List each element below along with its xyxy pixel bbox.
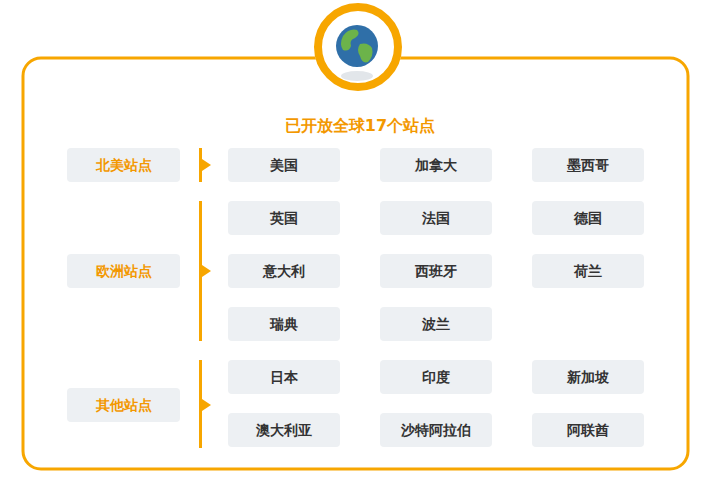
- country-box: 荷兰: [532, 254, 644, 288]
- country-name: 瑞典: [270, 316, 298, 332]
- country-name: 加拿大: [415, 157, 457, 173]
- country-box: 新加坡: [532, 360, 644, 394]
- country-name: 意大利: [263, 263, 305, 279]
- country-box: 澳大利亚: [228, 413, 340, 447]
- region-label-box: 其他站点: [67, 388, 180, 422]
- globe-land: [358, 44, 373, 63]
- country-box: 英国: [228, 201, 340, 235]
- country-name: 荷兰: [574, 263, 602, 279]
- country-box: 墨西哥: [532, 148, 644, 182]
- country-box: 美国: [228, 148, 340, 182]
- country-box: 德国: [532, 201, 644, 235]
- country-box: 瑞典: [228, 307, 340, 341]
- country-name: 西班牙: [415, 263, 457, 279]
- globe-icon: [336, 25, 378, 67]
- region-label-box: 欧洲站点: [67, 254, 180, 288]
- bracket-bar: [199, 360, 202, 448]
- country-box: 日本: [228, 360, 340, 394]
- bracket: [199, 148, 211, 448]
- country-name: 法国: [422, 210, 450, 226]
- country-name: 德国: [574, 210, 602, 226]
- country-box: 印度: [380, 360, 492, 394]
- country-box: 波兰: [380, 307, 492, 341]
- globe-ring: [318, 7, 398, 87]
- region-name: 欧洲站点: [96, 263, 152, 279]
- bracket-arrow: [202, 159, 211, 171]
- region-name: 其他站点: [96, 397, 152, 413]
- diagram-title: 已开放全球17个站点: [0, 116, 720, 136]
- country-name: 新加坡: [567, 369, 609, 385]
- country-box: 法国: [380, 201, 492, 235]
- bracket-arrow: [202, 399, 211, 411]
- bracket-arrow: [202, 265, 211, 277]
- globe-land: [341, 30, 359, 51]
- country-name: 英国: [270, 210, 298, 226]
- globe-shadow: [341, 71, 373, 81]
- country-box: 西班牙: [380, 254, 492, 288]
- globe-backdrop: [314, 3, 402, 91]
- country-name: 波兰: [422, 316, 450, 332]
- country-name: 日本: [270, 369, 298, 385]
- country-name: 墨西哥: [567, 157, 609, 173]
- bracket-bar: [199, 201, 202, 341]
- country-name: 阿联酋: [567, 422, 609, 438]
- region-name: 北美站点: [96, 157, 152, 173]
- country-name: 印度: [422, 369, 450, 385]
- country-box: 加拿大: [380, 148, 492, 182]
- bracket-bar: [199, 148, 202, 182]
- country-box: 阿联酋: [532, 413, 644, 447]
- region-label-box: 北美站点: [67, 148, 180, 182]
- country-name: 美国: [270, 157, 298, 173]
- country-box: 沙特阿拉伯: [380, 413, 492, 447]
- country-box: 意大利: [228, 254, 340, 288]
- country-name: 沙特阿拉伯: [401, 422, 471, 438]
- country-name: 澳大利亚: [256, 422, 312, 438]
